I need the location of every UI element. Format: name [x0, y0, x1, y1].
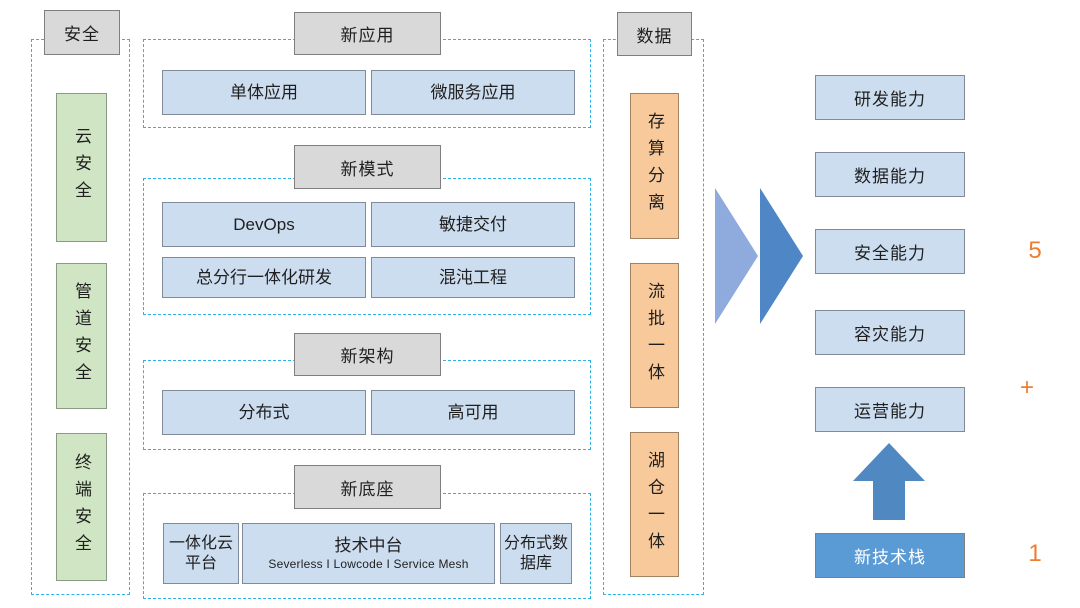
item-unified-cloud-platform: 一体化云平台: [163, 523, 239, 584]
item-microservice-app: 微服务应用: [371, 70, 575, 115]
security-item-cloud: 云安全: [56, 93, 107, 242]
capability-operations: 运营能力: [815, 387, 965, 432]
item-distributed-database: 分布式数据库: [500, 523, 572, 584]
annotation-five: 5: [1028, 237, 1042, 264]
item-monolith-app: 单体应用: [162, 70, 366, 115]
tech-stack-box: 新技术栈: [815, 533, 965, 578]
annotation-plus: +: [1019, 374, 1034, 401]
item-hq-branch-rd: 总分行一体化研发: [162, 257, 366, 298]
data-item-lakehouse-unified: 湖仓一体: [630, 432, 679, 577]
data-group-title: 数据: [617, 12, 692, 56]
item-agile-delivery: 敏捷交付: [371, 202, 575, 247]
section-new-app-title: 新应用: [294, 12, 441, 55]
security-group-title: 安全: [44, 10, 120, 55]
section-new-arch-title: 新架构: [294, 333, 441, 376]
data-item-stream-batch-unified: 流批一体: [630, 263, 679, 408]
capability-security: 安全能力: [815, 229, 965, 274]
data-item-storage-compute-separation: 存算分离: [630, 93, 679, 239]
section-new-base-title: 新底座: [294, 465, 441, 509]
section-new-mode-title: 新模式: [294, 145, 441, 189]
item-tech-middle-platform: 技术中台 Severless I Lowcode I Service Mesh: [242, 523, 495, 584]
up-arrow-icon: [853, 443, 925, 520]
capability-disaster-recovery: 容灾能力: [815, 310, 965, 355]
item-devops: DevOps: [162, 202, 366, 247]
item-tech-middle-platform-title: 技术中台: [334, 535, 403, 555]
item-chaos-engineering: 混沌工程: [371, 257, 575, 298]
annotation-one: 1: [1028, 540, 1042, 567]
capability-rd: 研发能力: [815, 75, 965, 120]
double-chevron-right-icon: [715, 188, 803, 324]
item-distributed: 分布式: [162, 390, 366, 435]
security-item-pipeline: 管道安全: [56, 263, 107, 409]
item-tech-middle-platform-subtitle: Severless I Lowcode I Service Mesh: [268, 557, 469, 572]
item-high-availability: 高可用: [371, 390, 575, 435]
security-item-endpoint: 终端安全: [56, 433, 107, 581]
capability-data: 数据能力: [815, 152, 965, 197]
